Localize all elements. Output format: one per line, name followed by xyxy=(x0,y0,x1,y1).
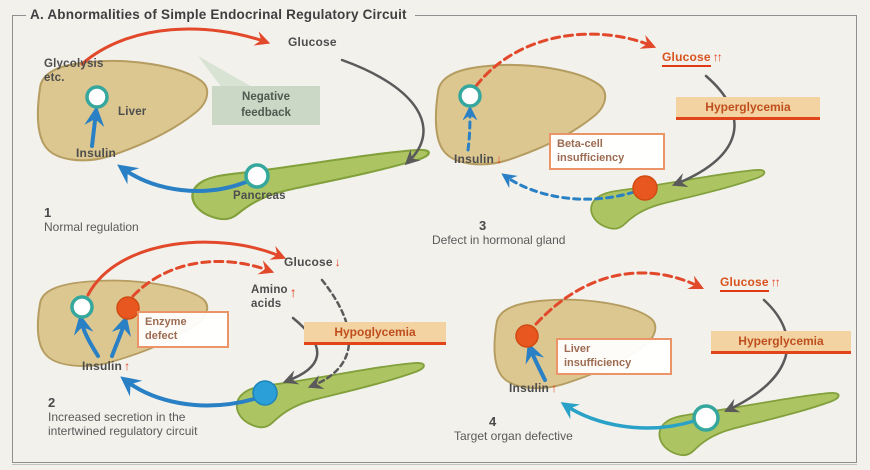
figure-frame xyxy=(12,15,857,463)
panel2-number: 2 xyxy=(48,395,56,410)
pancreas-to-insulin-dashed-arrow-p3 xyxy=(501,173,636,201)
beta-cell-circle-p2 xyxy=(252,380,278,406)
figure-frame-bottom-line xyxy=(12,464,857,465)
glucose-up-arrows-p4: ↑↑ xyxy=(770,275,781,289)
amino-text: Amino acids xyxy=(251,284,288,312)
glucose-label-p3: Glucose↑↑ xyxy=(662,50,723,67)
insulin-text-p2: Insulin xyxy=(82,359,123,373)
glucose-label-p2: Glucose↓ xyxy=(284,255,341,269)
liverbox-line2: insufficiency xyxy=(564,357,632,370)
liver-to-glucose-arrow-p2 xyxy=(86,240,287,297)
liver-to-glucose-dashed-arrow-p4 xyxy=(534,271,705,326)
enzyme-defect-circle-p2 xyxy=(116,296,140,320)
beta-cell-circle-p1 xyxy=(244,163,270,189)
insulin-to-liver-dashed-arrow-p3 xyxy=(462,105,478,152)
liver-to-glucose-dashed-arrow-p3 xyxy=(474,32,657,88)
liver-insufficiency-box: Liver insufficiency xyxy=(556,338,672,375)
glucose-label-p4: Glucose↑↑ xyxy=(720,275,781,292)
liver-label-p1: Liver xyxy=(118,106,147,118)
glucose-to-pancreas-arrow-p1 xyxy=(340,58,425,166)
amino-up-arrow: ↑ xyxy=(289,284,297,300)
amino-line1: Amino xyxy=(251,284,288,296)
panel3-caption: Defect in hormonal gland xyxy=(432,233,566,247)
panel2-caption-line1: Increased secretion in the xyxy=(48,410,186,424)
pancreas-organ-panel3 xyxy=(590,169,766,230)
amino-to-pancreas-arrow-p2 xyxy=(282,316,319,385)
panel1-caption: Normal regulation xyxy=(44,220,139,234)
glucose-text-p2: Glucose xyxy=(284,255,333,269)
insulin-text-p3: Insulin xyxy=(454,152,495,166)
feedback-callout-pointer xyxy=(198,56,254,88)
insulin-to-liver-arrow2-p2 xyxy=(110,315,131,358)
beta-cell-insufficiency-box: Beta-cell insufficiency xyxy=(549,133,665,170)
insulin-down-arrow-p3: ↓ xyxy=(496,152,503,166)
hyperglycemia-box-p3: Hyperglycemia xyxy=(676,97,820,120)
beta-line2: insufficiency xyxy=(557,152,625,165)
pancreas-to-insulin-arrow-p2 xyxy=(120,376,256,408)
amino-acids-label: Amino acids ↑ xyxy=(251,284,297,312)
glucose-to-pancreas-arrow-p4 xyxy=(723,298,789,413)
glucose-down-arrow-p2: ↓ xyxy=(334,255,341,269)
glucose-text-p4: Glucose xyxy=(720,275,769,292)
insulin-to-liver-arrow1-p2 xyxy=(73,314,100,358)
insulin-label-p4: Insulin↑ xyxy=(509,381,557,395)
liver-to-glucose-arrow-p1 xyxy=(80,27,271,66)
pancreas-to-insulin-arrow-p1 xyxy=(117,164,248,193)
insulin-label-p3: Insulin↓ xyxy=(454,152,502,166)
pancreas-to-insulin-arrow-p4 xyxy=(560,402,696,430)
insulin-to-liver-arrow-p1 xyxy=(84,106,105,148)
negative-feedback-box: Negative feedback xyxy=(212,86,320,126)
enzyme-defect-box: Enzyme defect xyxy=(137,311,229,348)
panel3-number: 3 xyxy=(479,218,487,233)
hypoglycemia-box: Hypoglycemia xyxy=(304,322,446,345)
insulin-label-p2: Insulin↑ xyxy=(82,359,130,373)
hyperglycemia-box-p4: Hyperglycemia xyxy=(711,331,851,354)
glycolysis-line2: etc. xyxy=(44,71,65,84)
panel1-number: 1 xyxy=(44,205,52,220)
beta-cell-circle-p4 xyxy=(692,404,720,432)
glucose-to-pancreas-arrow-p3 xyxy=(671,74,736,188)
glycolysis-label: Glycolysis etc. xyxy=(44,58,104,86)
beta-line1: Beta-cell xyxy=(557,138,603,150)
liver-receptor-circle-p2 xyxy=(70,295,94,319)
defective-liver-circle-p4 xyxy=(515,324,539,348)
panel2-caption-line2: intertwined regulatory circuit xyxy=(48,424,198,438)
panel4-caption: Target organ defective xyxy=(454,429,573,443)
figure-title: A. Abnormalities of Simple Endocrinal Re… xyxy=(26,7,415,22)
insulin-up-arrow-p4: ↑ xyxy=(551,381,558,395)
glucose-label-p1: Glucose xyxy=(288,35,337,49)
liver-receptor-circle-p3 xyxy=(458,84,482,108)
liver-receptor-circle-p1 xyxy=(85,85,109,109)
pancreas-organ-panel1 xyxy=(191,148,430,221)
pancreas-label-p1: Pancreas xyxy=(233,190,286,202)
glucose-text-p3: Glucose xyxy=(662,50,711,67)
insulin-text-p4: Insulin xyxy=(509,381,550,395)
defective-beta-cell-circle-p3 xyxy=(632,175,658,201)
insulin-to-liver-arrow-p4 xyxy=(525,342,547,382)
amino-line2: acids xyxy=(251,297,282,310)
insulin-up-arrow-p2: ↑ xyxy=(124,359,131,373)
feedback-line2: feedback xyxy=(241,106,291,119)
panel4-number: 4 xyxy=(489,414,497,429)
enzyme-line2: defect xyxy=(145,330,178,343)
enzyme-line1: Enzyme xyxy=(145,316,187,328)
glucose-up-arrows-p3: ↑↑ xyxy=(712,50,723,64)
feedback-line1: Negative xyxy=(242,91,290,103)
defect-to-glucose-dashed-arrow-p2 xyxy=(131,260,275,298)
insulin-label-p1: Insulin xyxy=(76,146,117,160)
glycolysis-line1: Glycolysis xyxy=(44,58,104,70)
liverbox-line1: Liver xyxy=(564,343,591,355)
